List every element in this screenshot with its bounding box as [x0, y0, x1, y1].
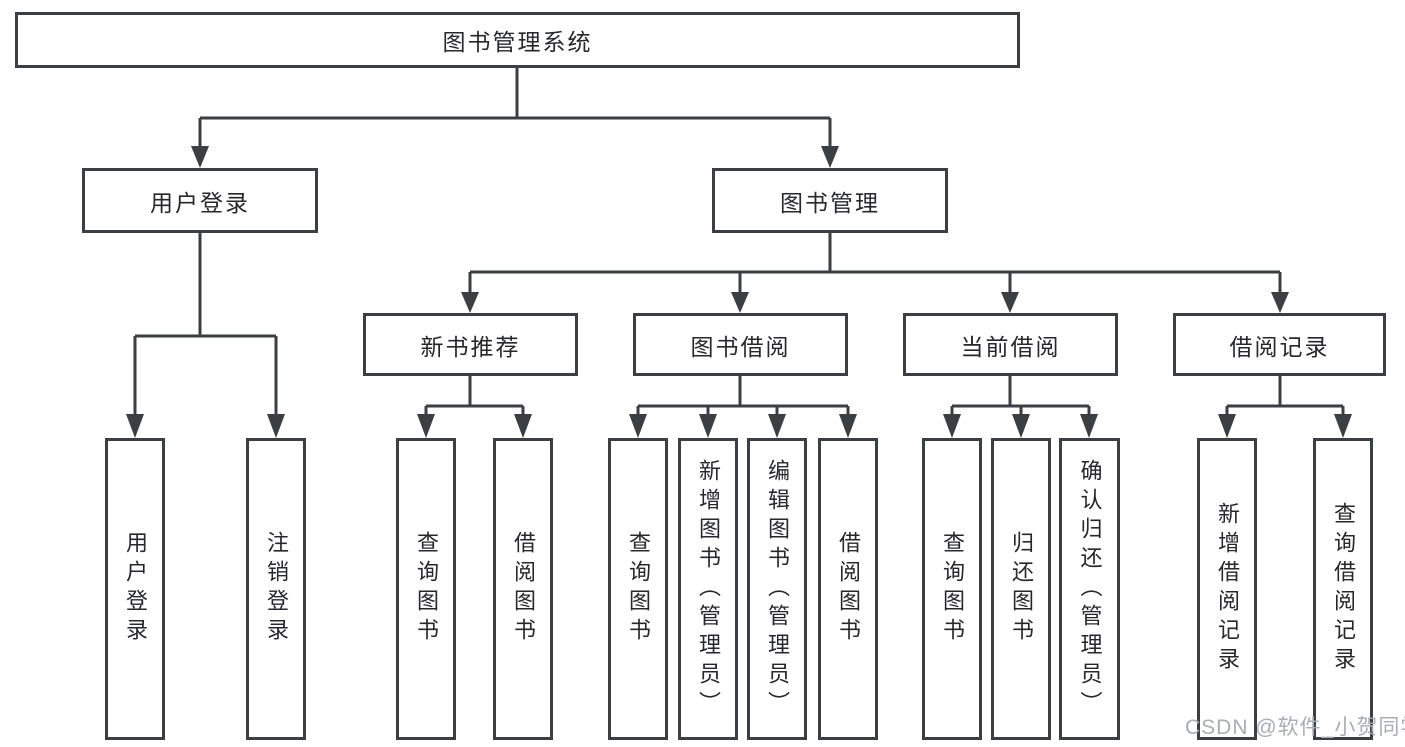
leaf-borrow-add-books-admin: 新增图书（管理员） — [678, 438, 738, 740]
leaf-recommend-query-books-label: 查询图书 — [414, 531, 439, 647]
leaf-borrow-borrow-books-label: 借阅图书 — [836, 531, 861, 647]
node-current-borrow: 当前借阅 — [903, 313, 1118, 376]
node-current-borrow-label: 当前借阅 — [960, 333, 1061, 360]
leaf-current-query-books-label: 查询图书 — [940, 531, 965, 647]
node-book-management: 图书管理 — [712, 168, 948, 233]
leaf-borrow-edit-books-admin-label: 编辑图书（管理员） — [765, 458, 790, 720]
node-user-login-label: 用户登录 — [150, 189, 250, 216]
leaf-records-query-record: 查询借阅记录 — [1313, 438, 1373, 740]
node-user-login: 用户登录 — [82, 168, 318, 233]
leaf-logout-label: 注销登录 — [264, 531, 289, 647]
node-new-book-recommend: 新书推荐 — [363, 313, 578, 376]
leaf-borrow-borrow-books: 借阅图书 — [818, 438, 878, 740]
node-library-system: 图书管理系统 — [15, 12, 1020, 68]
leaf-user-login: 用户登录 — [105, 438, 165, 740]
leaf-borrow-edit-books-admin: 编辑图书（管理员） — [747, 438, 807, 740]
leaf-current-return-books: 归还图书 — [991, 438, 1051, 740]
node-borrow-records-label: 借阅记录 — [1229, 333, 1330, 360]
leaf-current-confirm-return-admin-label: 确认归还（管理员） — [1077, 458, 1103, 720]
leaf-borrow-query-books: 查询图书 — [608, 438, 668, 740]
node-new-book-recommend-label: 新书推荐 — [420, 333, 521, 360]
leaf-records-query-record-label: 查询借阅记录 — [1331, 502, 1356, 676]
leaf-current-query-books: 查询图书 — [922, 438, 982, 740]
node-book-management-label: 图书管理 — [780, 189, 880, 216]
leaf-logout: 注销登录 — [246, 438, 306, 740]
leaf-current-return-books-label: 归还图书 — [1009, 531, 1034, 647]
leaf-current-confirm-return-admin: 确认归还（管理员） — [1059, 438, 1120, 740]
node-book-borrow: 图书借阅 — [633, 313, 848, 376]
leaf-recommend-borrow-books-label: 借阅图书 — [511, 531, 536, 647]
leaf-borrow-query-books-label: 查询图书 — [626, 531, 651, 647]
leaf-records-add-record-label: 新增借阅记录 — [1215, 502, 1240, 676]
leaf-recommend-borrow-books: 借阅图书 — [493, 438, 553, 740]
leaf-recommend-query-books: 查询图书 — [396, 438, 456, 740]
leaf-borrow-add-books-admin-label: 新增图书（管理员） — [696, 458, 721, 720]
leaf-records-add-record: 新增借阅记录 — [1197, 438, 1257, 740]
leaf-user-login-label: 用户登录 — [123, 531, 148, 647]
arrowheads — [126, 146, 1352, 438]
node-book-borrow-label: 图书借阅 — [690, 333, 791, 360]
node-library-system-label: 图书管理系统 — [442, 29, 593, 55]
csdn-watermark: CSDN @软件_小贺同学 — [1185, 716, 1405, 739]
node-borrow-records: 借阅记录 — [1173, 313, 1386, 376]
